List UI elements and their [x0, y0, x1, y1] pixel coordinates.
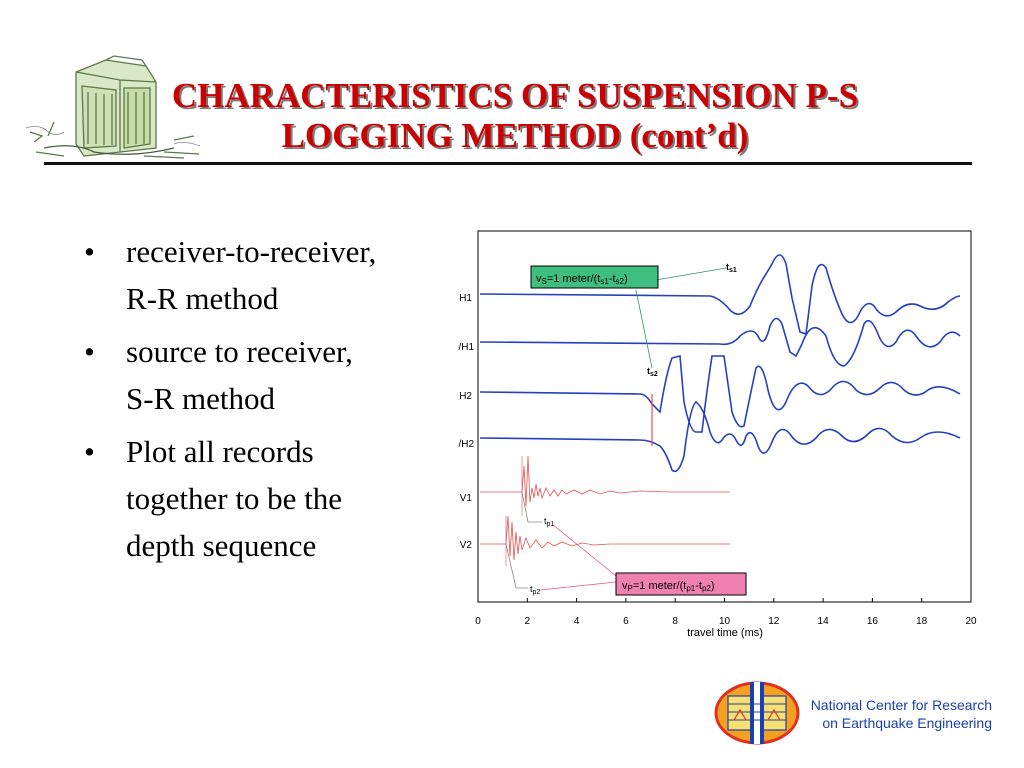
plot-frame [477, 230, 972, 603]
trace-label-h2-reversed: /H2 [458, 439, 474, 450]
trace-label-v1: V1 [460, 493, 473, 504]
s-wave-traces [479, 254, 961, 473]
trace-v2 [480, 515, 730, 561]
vp-leader-tp2 [539, 581, 617, 591]
title-line-1: CHARACTERISTICS OF SUSPENSION P-S [171, 76, 859, 115]
p-wave-traces [480, 455, 730, 561]
x-axis-tick-label: 16 [867, 616, 879, 627]
bullet-text-line: together to be the [126, 481, 343, 516]
bullet-text-line: R-R method [126, 281, 279, 316]
bullet-text-line: depth sequence [126, 528, 317, 563]
footer-line-1: National Center for Research [810, 697, 992, 713]
bullet-dot: • [84, 434, 95, 469]
vp-formula: vP=1 meter/(tp1-tp2) [622, 580, 715, 593]
x-axis-tick-label: 12 [768, 616, 780, 627]
trace-h1 [479, 254, 961, 336]
vs-formula-box [530, 265, 659, 289]
x-axis-label: travel time (ms) [687, 627, 763, 639]
trace-h1-reversed [479, 317, 961, 367]
waveform-figure: H1 /H1 H2 /H2 V1 V2 ts1 ts2 tp1 tp2 vS=1… [458, 230, 977, 639]
ncree-logo [714, 681, 800, 745]
footer-org-name: National Center for Research on Earthqua… [792, 696, 992, 732]
x-axis-tick-label: 20 [965, 616, 977, 627]
tp2-label: tp2 [530, 584, 540, 596]
bullet-text-line: source to receiver, [126, 334, 353, 369]
tp1-label: tp1 [544, 516, 554, 528]
vs-formula: vS=1 meter/(ts1-ts2) [536, 273, 628, 286]
x-axis-tick-label: 4 [574, 616, 580, 627]
title-line-2: LOGGING METHOD (cont’d) [281, 116, 749, 155]
trace-label-v2: V2 [460, 540, 473, 551]
bullet-item: • source to receiver, S-R method [84, 328, 454, 422]
trace-v1 [480, 455, 730, 507]
tp1-leader [521, 491, 542, 523]
x-axis-tick-label: 14 [818, 616, 830, 627]
bullet-text-line: receiver-to-receiver, [126, 234, 377, 269]
x-axis-tick-label: 6 [623, 616, 629, 627]
vs-leader-ts1 [655, 267, 727, 281]
tp2-leader [505, 543, 528, 589]
x-axis-tick-label: 8 [672, 616, 678, 627]
bullet-list: • receiver-to-receiver, R-R method • sou… [84, 228, 454, 575]
x-axis-tick-label: 10 [719, 616, 731, 627]
bullet-item: • receiver-to-receiver, R-R method [84, 228, 454, 322]
bullet-text-line: S-R method [126, 381, 275, 416]
bullet-dot: • [84, 234, 95, 269]
trace-label-h1-reversed: /H1 [458, 342, 474, 353]
page-title: CHARACTERISTICS OF SUSPENSION P-S LOGGIN… [100, 76, 930, 156]
bullet-dot: • [84, 334, 95, 369]
bullet-text-line: Plot all records [126, 434, 314, 469]
x-axis-tick-label: 2 [525, 616, 531, 627]
x-axis-tick-label: 18 [916, 616, 928, 627]
logging-shed-sketch [25, 55, 201, 159]
title-divider [44, 162, 972, 165]
trace-h2 [479, 354, 961, 433]
leader-lines [505, 267, 727, 591]
vs-leader-ts2 [635, 289, 653, 369]
vp-formula-box [615, 572, 747, 596]
trace-label-h2: H2 [459, 391, 472, 402]
trace-h2-reversed [479, 401, 961, 473]
footer-line-2: on Earthquake Engineering [822, 715, 992, 731]
trace-label-h1: H1 [459, 293, 472, 304]
vp-leader-tp1 [551, 523, 617, 577]
ts1-label: ts1 [726, 262, 737, 274]
ts2-label: ts2 [647, 366, 658, 378]
page-title-shadow: CHARACTERISTICS OF SUSPENSION P-S LOGGIN… [173, 78, 861, 157]
x-axis-tick-label: 0 [475, 616, 481, 627]
bullet-item: • Plot all records together to be the de… [84, 428, 454, 569]
x-axis-ticks: 0 2 4 6 8 10 12 14 16 18 20 [475, 598, 977, 627]
